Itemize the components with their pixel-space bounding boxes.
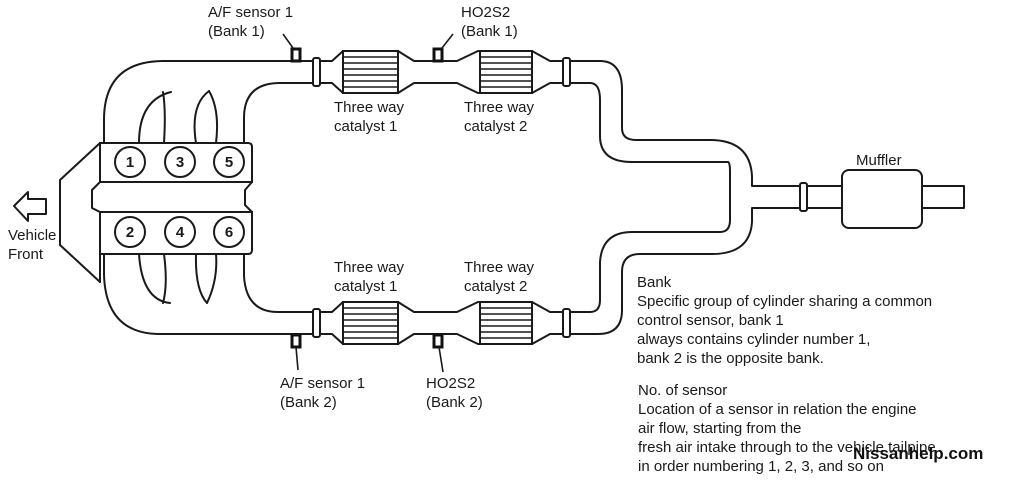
sensor-note-line: air flow, starting from the [638, 420, 802, 437]
bank1-exhaust-pipe [312, 50, 761, 313]
catalyst-2-bank1 [479, 50, 533, 94]
cylinder-6 [213, 216, 245, 248]
bank1-manifold [103, 60, 313, 144]
af-sensor-bank1-label: A/F sensor 1 (Bank 1) [208, 4, 294, 40]
sensor-group [282, 33, 454, 373]
sensor-number-note: No. of sensor Location of a sensor in re… [638, 381, 936, 476]
af-sensor-bank1 [290, 47, 302, 63]
sensor-note-line: fresh air intake through to the vehicle … [638, 439, 936, 456]
bank-note-heading: Bank [637, 274, 672, 291]
cylinder-5-label: 5 [225, 154, 233, 171]
cylinder-1-label: 1 [126, 154, 134, 171]
cylinder-3-label: 3 [176, 154, 184, 171]
cylinder-2-label: 2 [126, 224, 134, 241]
cylinder-5 [213, 146, 245, 178]
bank-note-line: bank 2 is the opposite bank. [637, 350, 824, 367]
sensor-note-line: in order numbering 1, 2, 3, and so on [638, 458, 884, 475]
sensor-note-heading: No. of sensor [638, 382, 728, 399]
cylinder-2 [114, 216, 146, 248]
cylinder-4 [164, 216, 196, 248]
catalyst-1-bank1 [342, 50, 399, 94]
tail-pipe [759, 169, 965, 229]
muffler-label: Muffler [856, 152, 902, 169]
cylinder-3 [164, 146, 196, 178]
catalyst-2-bank2 [479, 301, 533, 345]
bank2-exhaust-pipe [312, 207, 761, 345]
catalyst-1-bank2 [342, 301, 399, 345]
ho2s2-bank2 [432, 333, 444, 349]
cylinder-group: 1 3 5 2 4 6 [114, 146, 245, 248]
bank-note-line: always contains cylinder number 1, [637, 331, 871, 348]
bank-note-line: control sensor, bank 1 [637, 312, 784, 329]
sensor-note-line: Location of a sensor in relation the eng… [638, 401, 917, 418]
watermark: Nissanhelp.com [853, 444, 984, 463]
engine-valley [91, 181, 253, 213]
catalyst-1-bank1-label: Three way catalyst 1 [334, 99, 405, 135]
vehicle-front-label: Vehicle Front [8, 227, 57, 263]
catalyst-2-bank1-label: Three way catalyst 2 [464, 99, 535, 135]
ho2s2-bank1-label: HO2S2 (Bank 1) [461, 4, 518, 40]
cylinder-4-label: 4 [176, 224, 185, 241]
af-sensor-bank2-label: A/F sensor 1 (Bank 2) [280, 375, 366, 411]
engine-block-outline [59, 142, 101, 283]
ho2s2-bank1 [432, 47, 444, 63]
bank-note-line: Specific group of cylinder sharing a com… [637, 293, 933, 310]
arrow-left-icon [13, 191, 47, 222]
catalyst-2-bank2-label: Three way catalyst 2 [464, 259, 535, 295]
bank2-manifold [103, 253, 313, 335]
catalyst-1-bank2-label: Three way catalyst 1 [334, 259, 405, 295]
bank-note: Bank Specific group of cylinder sharing … [637, 273, 932, 368]
cylinder-6-label: 6 [225, 224, 233, 241]
muffler [841, 169, 923, 229]
ho2s2-bank2-label: HO2S2 (Bank 2) [426, 375, 483, 411]
af-sensor-bank2 [290, 333, 302, 349]
cylinder-1 [114, 146, 146, 178]
